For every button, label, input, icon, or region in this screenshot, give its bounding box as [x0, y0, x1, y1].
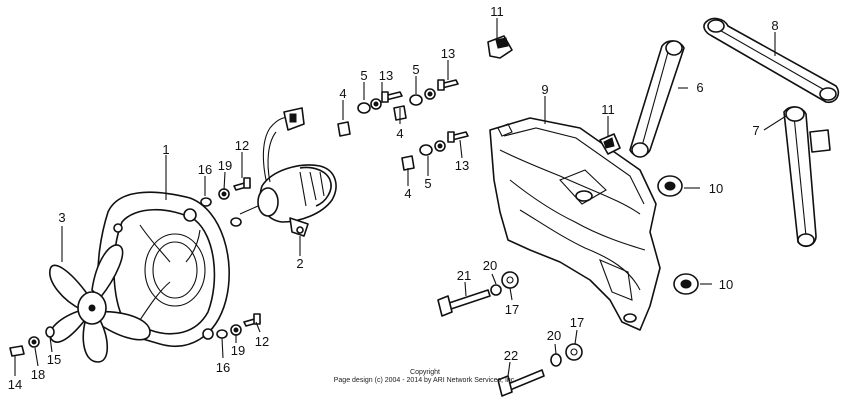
- callout-numbers: 1 2 3 4 4 4 5 5 5 6 7 8 9 10 10 11 11 12…: [8, 4, 779, 392]
- callout-11b: 11: [601, 102, 615, 117]
- callout-4c: 4: [404, 186, 411, 201]
- callout-19b: 19: [231, 343, 245, 358]
- fan-motor: [239, 107, 337, 237]
- callout-19a: 19: [218, 158, 232, 173]
- callout-10b: 10: [719, 277, 733, 292]
- callout-1: 1: [162, 142, 169, 157]
- clips: [487, 35, 621, 155]
- callout-9: 9: [541, 82, 548, 97]
- callout-17b: 17: [570, 315, 584, 330]
- callout-7: 7: [752, 123, 759, 138]
- callout-5a: 5: [360, 68, 367, 83]
- grommets: [657, 175, 699, 295]
- copyright-text: Page design (c) 2004 - 2014 by ARI Netwo…: [333, 377, 517, 384]
- callout-16b: 16: [216, 360, 230, 375]
- callout-22: 22: [504, 348, 518, 363]
- callout-18: 18: [31, 367, 45, 382]
- callout-16a: 16: [198, 162, 212, 177]
- callout-13b: 13: [441, 46, 455, 61]
- callout-4a: 4: [339, 86, 346, 101]
- callout-15: 15: [47, 352, 61, 367]
- stay-arm-6: [629, 40, 685, 158]
- callout-11a: 11: [490, 4, 504, 19]
- callout-17a: 17: [505, 302, 519, 317]
- callout-21: 21: [457, 268, 471, 283]
- callout-4b: 4: [396, 126, 403, 141]
- callout-6: 6: [696, 80, 703, 95]
- hardware-center: [337, 79, 469, 171]
- hardware-left: [9, 177, 261, 357]
- leader-lines: [14, 18, 787, 377]
- callout-12b: 12: [255, 334, 269, 349]
- stay-arm-8: [703, 17, 840, 104]
- callout-5b: 5: [412, 62, 419, 77]
- callout-14: 14: [8, 377, 22, 392]
- callout-20b: 20: [547, 328, 561, 343]
- callout-5c: 5: [424, 176, 431, 191]
- callout-10a: 10: [709, 181, 723, 196]
- bolts-washers: [437, 271, 583, 397]
- stay-arm-7: [783, 106, 831, 248]
- fan-blade: [49, 244, 151, 363]
- callout-13a: 13: [379, 68, 393, 83]
- callout-3: 3: [58, 210, 65, 225]
- callout-8: 8: [771, 18, 778, 33]
- callout-2: 2: [296, 256, 303, 271]
- callout-13c: 13: [455, 158, 469, 173]
- copyright-title: Copyright: [410, 369, 440, 376]
- callout-20a: 20: [483, 258, 497, 273]
- fan-shroud: [97, 191, 230, 347]
- callout-12a: 12: [235, 138, 249, 153]
- fan-bracket: [489, 117, 661, 331]
- copyright-notice: Copyright Page design (c) 2004 - 2014 by…: [0, 369, 850, 385]
